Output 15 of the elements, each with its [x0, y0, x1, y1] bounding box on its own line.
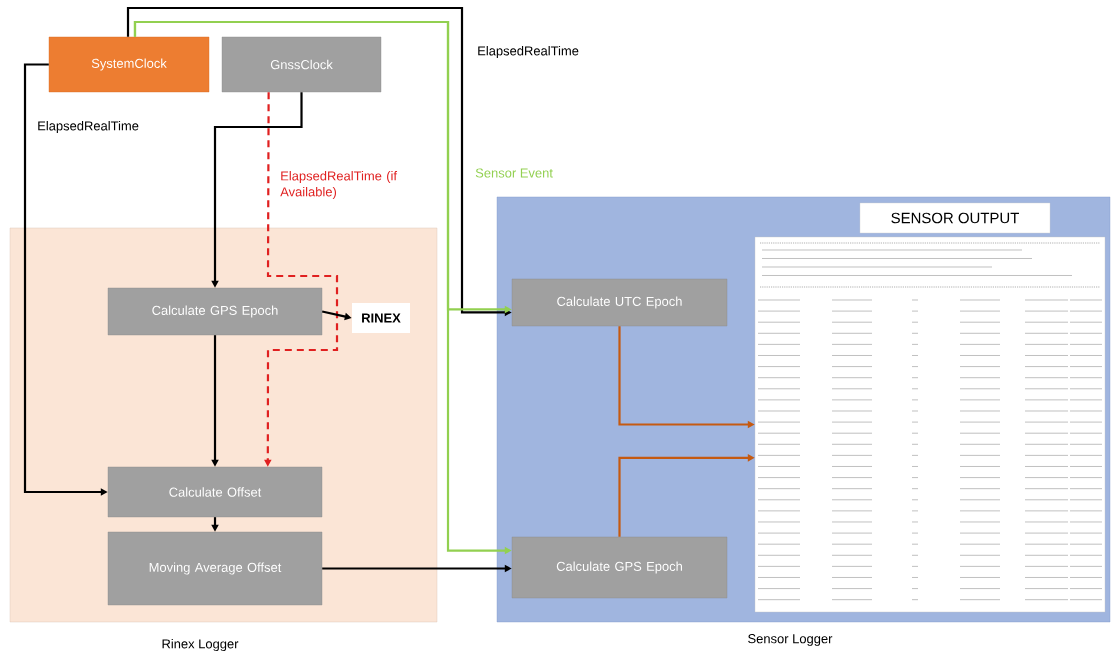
edge-label: Sensor Event	[473, 166, 555, 180]
output-text: RINEX	[352, 303, 410, 333]
process-box: Moving Average Offset	[107, 531, 323, 606]
clock-box: SystemClock	[48, 36, 210, 93]
edge-label: ElapsedRealTime (if Available)	[278, 169, 401, 201]
process-box: Calculate Offset	[107, 466, 323, 518]
process-box: Calculate GPS Epoch	[511, 536, 728, 599]
node-label: Sensor Logger	[748, 634, 833, 646]
edge-label: ElapsedRealTime	[475, 43, 581, 60]
process-box: Calculate UTC Epoch	[511, 278, 728, 327]
process-box: GnssClock	[221, 36, 382, 93]
edge-label: ElapsedRealTime	[35, 118, 141, 135]
node-label: Rinex Logger	[162, 638, 239, 652]
heading-label: SENSOR OUTPUT	[859, 202, 1051, 234]
process-box: Calculate GPS Epoch	[107, 287, 323, 336]
